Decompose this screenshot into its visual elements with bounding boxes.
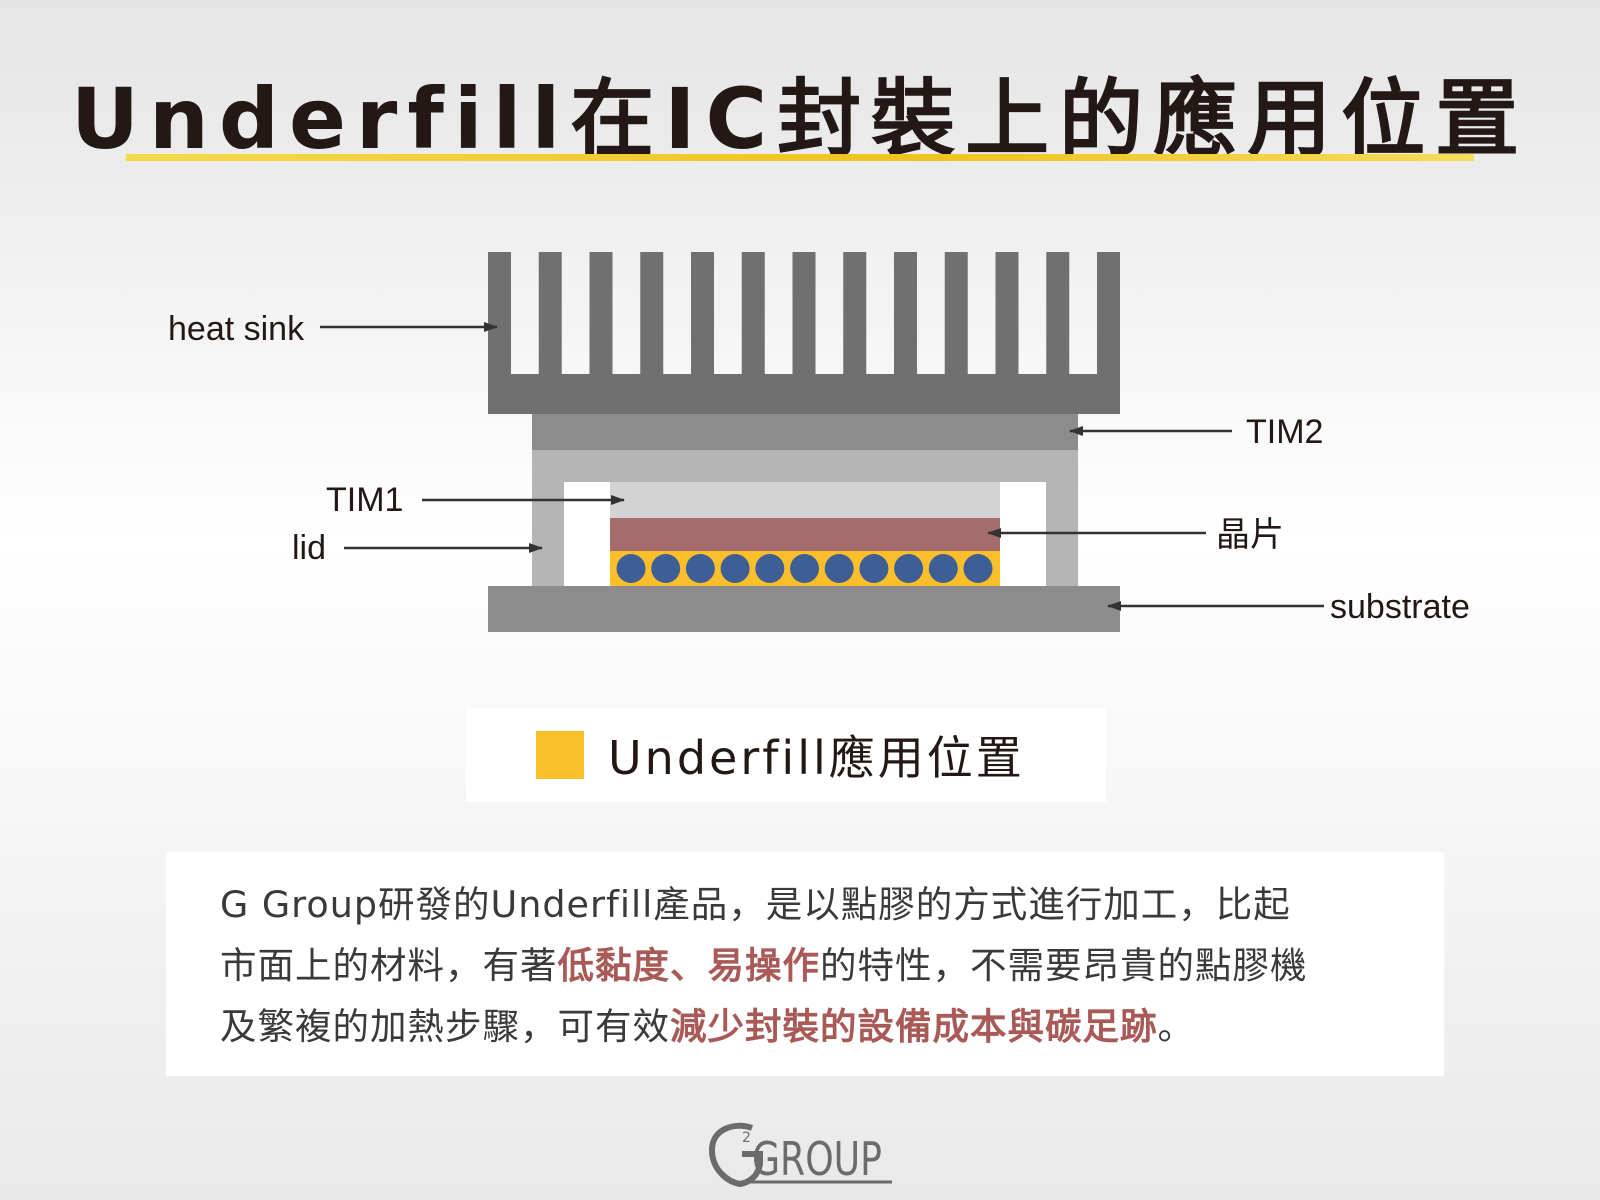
tim2-label: TIM2: [1246, 413, 1323, 451]
highlight-low-viscosity: 低黏度: [557, 944, 670, 987]
solder-bump: [824, 554, 854, 583]
solder-bump: [720, 554, 750, 583]
underfill-legend-swatch: [536, 731, 584, 779]
heat-sink-fin: [538, 252, 562, 376]
highlight-easy-operation: 易操作: [707, 944, 820, 987]
heat-sink-fin: [995, 252, 1019, 376]
description-box: G Group研發的Underfill產品，是以點膠的方式進行加工，比起 市面上…: [166, 852, 1444, 1076]
lid-label: lid: [292, 529, 326, 567]
heat-sink: [488, 252, 1120, 414]
highlight-cost-reduction: 減少封裝的設備成本與碳足跡: [670, 1005, 1158, 1048]
solder-bump: [790, 554, 819, 583]
heat-sink-fin: [1097, 252, 1120, 376]
heat-sink-fin: [792, 252, 816, 376]
g2group-logo: 2 GROUP: [708, 1122, 892, 1188]
substrate-label: substrate: [1330, 588, 1470, 626]
solder-bump: [963, 554, 993, 583]
lid: [532, 450, 1078, 586]
solder-bumps: [616, 554, 993, 583]
heat-sink-label: heat sink: [168, 310, 305, 348]
solder-bump: [616, 554, 646, 583]
heat-sink-base: [488, 374, 1120, 414]
ic-package-diagram: heat sink TIM2 TIM1 lid 晶片 substrate: [168, 252, 1470, 632]
legend-text: Underfill應用位置: [608, 731, 1025, 785]
heat-sink-fin: [1046, 252, 1070, 376]
heat-sink-fin: [640, 252, 664, 376]
description-line-1: G Group研發的Underfill產品，是以點膠的方式進行加工，比起: [220, 883, 1291, 926]
svg-text:GROUP: GROUP: [752, 1132, 882, 1186]
description-line-3: 及繁複的加熱步驟，可有效減少封裝的設備成本與碳足跡。: [220, 1005, 1195, 1048]
substrate: [488, 586, 1120, 632]
heat-sink-fin: [488, 252, 511, 376]
svg-text:2: 2: [742, 1130, 751, 1146]
heat-sink-fin: [944, 252, 968, 376]
chip-die: [610, 518, 1000, 551]
solder-bump: [651, 554, 681, 583]
solder-bump: [928, 554, 958, 583]
heat-sink-fin: [589, 252, 613, 376]
title-underline: [126, 154, 1474, 161]
heat-sink-fin: [691, 252, 714, 376]
chip-label: 晶片: [1216, 516, 1284, 554]
tim2-layer: [532, 414, 1078, 450]
tim1-layer: [610, 482, 1000, 518]
tim1-label: TIM1: [326, 481, 403, 519]
solder-bump: [894, 554, 924, 583]
heat-sink-fin: [894, 252, 917, 376]
heat-sink-fin: [741, 252, 765, 376]
heat-sink-fin: [843, 252, 867, 376]
description-line-2: 市面上的材料，有著低黏度、易操作的特性，不需要昂貴的點膠機: [220, 944, 1308, 987]
legend: Underfill應用位置: [466, 708, 1106, 802]
page-title: Underfill在IC封裝上的應用位置: [70, 70, 1530, 168]
solder-bump: [685, 554, 715, 583]
solder-bump: [859, 554, 889, 583]
solder-bump: [755, 554, 785, 583]
